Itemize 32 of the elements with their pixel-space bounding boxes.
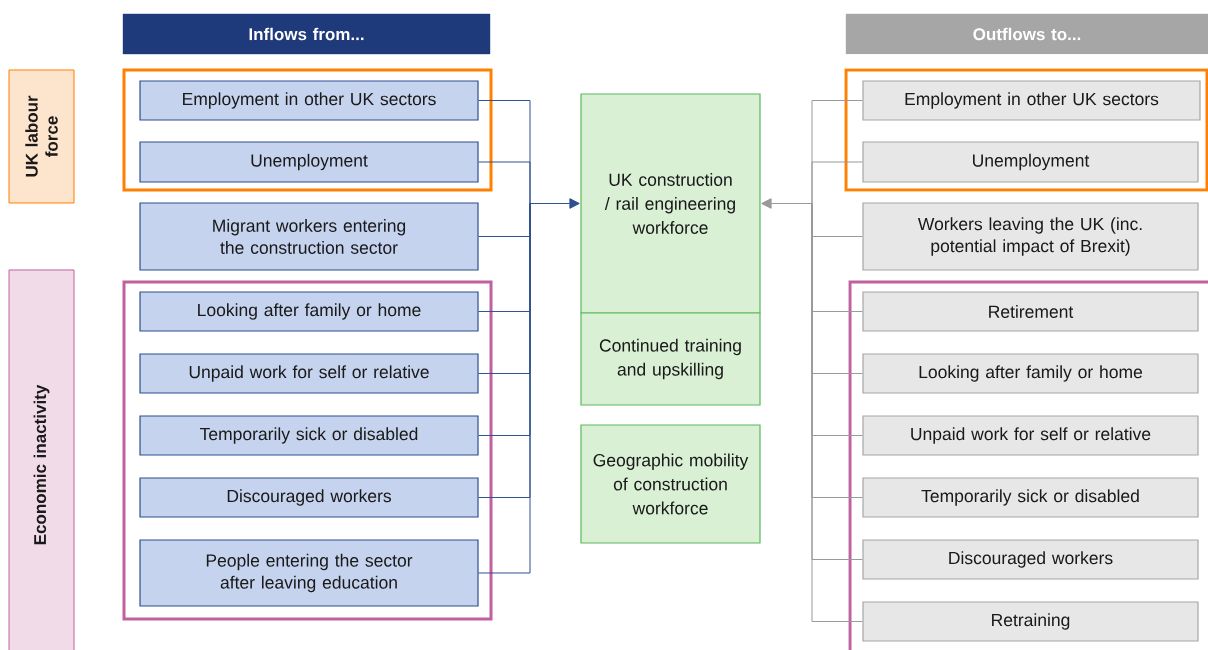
group-outline xyxy=(848,280,1208,650)
inflow-box: Discouraged workers xyxy=(139,477,479,518)
outflow-box: Looking after family or home xyxy=(862,353,1199,394)
workforce-box: Geographic mobility of construction workforce xyxy=(580,424,761,544)
outflow-box: Discouraged workers xyxy=(862,539,1199,580)
outflow-box: Unemployment xyxy=(862,141,1199,183)
inflow-box: Migrant workers entering the construction sector xyxy=(139,202,479,271)
outflow-box: Temporarily sick or disabled xyxy=(862,477,1199,518)
inflow-box: Looking after family or home xyxy=(139,291,479,332)
connector-line xyxy=(811,161,863,204)
outflow-box: Retraining xyxy=(862,601,1199,642)
side-label-band: Economic inactivity xyxy=(8,269,75,650)
inflow-box: Temporarily sick or disabled xyxy=(139,415,479,456)
inflow-box: Employment in other UK sectors xyxy=(139,80,479,121)
workforce-box: Continued training and upskilling xyxy=(580,312,761,406)
group-outline xyxy=(122,68,493,192)
inflow-box: People entering the sector after leaving education xyxy=(139,539,479,607)
inflow-box: Unpaid work for self or relative xyxy=(139,353,479,394)
side-label-band: UK labour force xyxy=(8,69,75,204)
header-band: Outflows to... xyxy=(845,13,1208,55)
connector-line xyxy=(478,161,531,204)
arrow xyxy=(761,198,813,209)
header-band: Inflows from... xyxy=(122,13,491,55)
arrow xyxy=(529,198,580,209)
group-outline xyxy=(122,280,493,621)
outflow-box: Retirement xyxy=(862,291,1199,332)
group-outline xyxy=(844,68,1208,192)
connector-line xyxy=(478,203,531,574)
outflow-box: Unpaid work for self or relative xyxy=(862,415,1199,456)
inflow-box: Unemployment xyxy=(139,141,479,183)
outflow-box: Employment in other UK sectors xyxy=(862,80,1201,121)
outflow-box: Workers leaving the UK (inc. potential impact of Brexit) xyxy=(862,202,1199,271)
